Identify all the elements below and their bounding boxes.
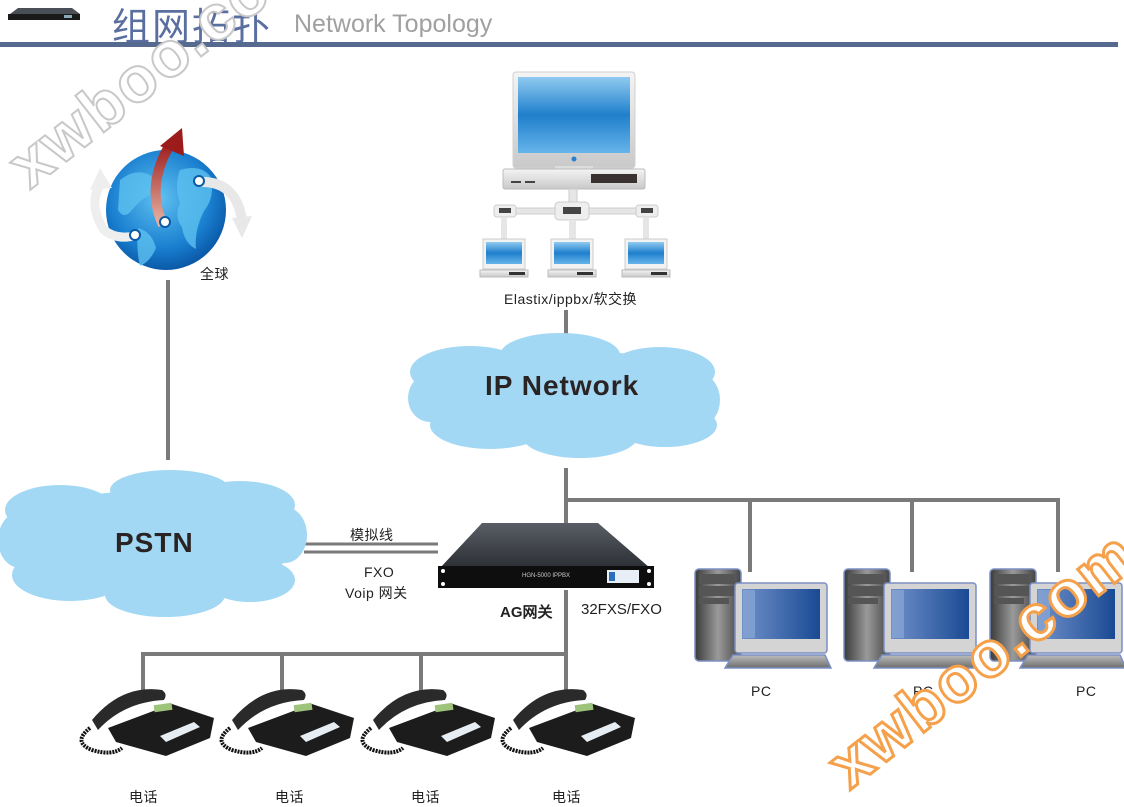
- link-phone-bus: [141, 652, 566, 692]
- server-network-icon: [479, 71, 671, 278]
- page-title-cn: 组网拓扑: [112, 5, 273, 49]
- rack-server-icon: [8, 8, 80, 20]
- gateway-front-text: HGN-5000 IPPBX: [522, 573, 571, 579]
- desk-phone-icon: [360, 689, 495, 756]
- desk-phone-icon: [219, 689, 354, 756]
- desktop-pc-icon: [989, 568, 1124, 669]
- phone-label: 电话: [275, 789, 304, 805]
- voip-gateway-label: Voip 网关: [345, 585, 408, 601]
- pstn-label: PSTN: [115, 527, 194, 558]
- phone-label: 电话: [552, 789, 581, 805]
- desktop-pc-icon: [694, 568, 833, 669]
- pc-label: PC: [1076, 683, 1097, 699]
- connection-lines: [141, 280, 1060, 692]
- globe-icon: [90, 128, 252, 270]
- ippbx-label: Elastix/ippbx/软交换: [504, 291, 637, 307]
- desk-phone-icon: [500, 689, 635, 756]
- desktop-pc-icon: [843, 568, 982, 669]
- phone-label: 电话: [411, 789, 440, 805]
- pc-label: PC: [913, 683, 934, 699]
- link-lan-bus: [566, 498, 1060, 572]
- ip-network-cloud: [408, 333, 720, 458]
- desk-phone-icon: [79, 689, 214, 756]
- page-title-en: Network Topology: [294, 10, 493, 38]
- gateway-ports-label: 32FXS/FXO: [581, 601, 662, 618]
- phone-group: [79, 689, 635, 756]
- globe-label: 全球: [200, 266, 229, 282]
- pstn-cloud: [0, 470, 307, 617]
- fxo-label: FXO: [364, 564, 395, 580]
- rack-gateway-icon: [438, 523, 654, 588]
- pc-group: [694, 568, 1124, 669]
- phone-label: 电话: [129, 789, 158, 805]
- analog-line-label: 模拟线: [350, 527, 394, 543]
- header-divider: [0, 42, 1118, 47]
- gateway-label: AG网关: [500, 604, 553, 621]
- ip-network-label: IP Network: [485, 370, 640, 401]
- pc-label: PC: [751, 683, 772, 699]
